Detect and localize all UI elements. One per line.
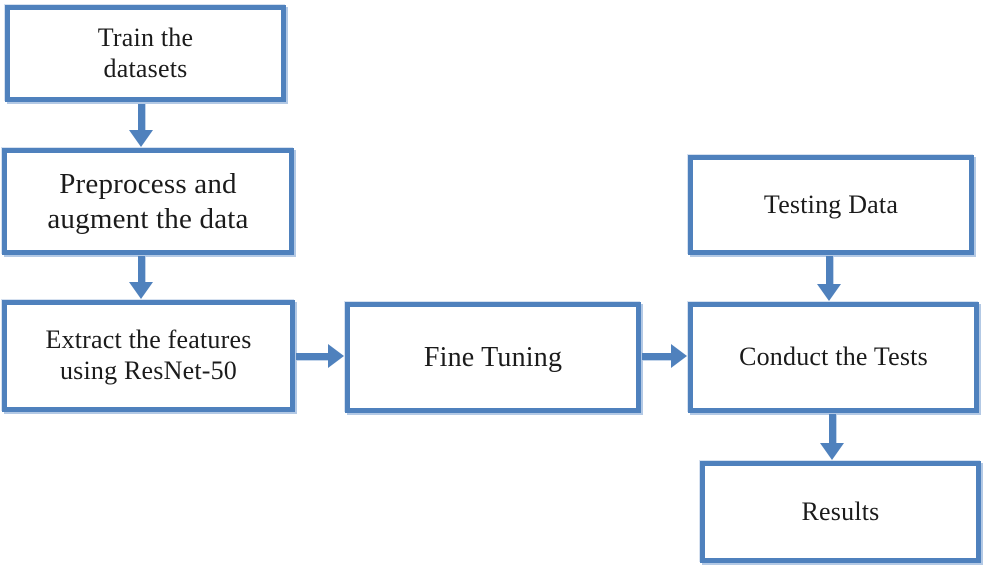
- node-extract-features: Extract the features using ResNet-50: [2, 300, 295, 412]
- node-label-results: Results: [801, 496, 880, 526]
- node-preprocess-augment: Preprocess and augment the data: [2, 148, 294, 255]
- arrow-shaft: [296, 352, 328, 360]
- node-testing-data: Testing Data: [688, 155, 974, 255]
- arrow-shaft: [642, 352, 671, 360]
- node-label-preprocess-augment: Preprocess and augment the data: [47, 168, 249, 235]
- arrowhead-right-icon: [671, 344, 687, 368]
- node-label-conduct-tests: Conduct the Tests: [739, 342, 928, 372]
- arrowhead-down-icon: [820, 443, 844, 460]
- arrow-extract-to-finetuning: [296, 344, 344, 368]
- node-label-testing-data: Testing Data: [763, 189, 899, 219]
- arrow-shaft: [137, 104, 145, 130]
- node-label-extract-features: Extract the features using ResNet-50: [45, 325, 252, 385]
- node-label-fine-tuning: Fine Tuning: [423, 341, 563, 373]
- node-conduct-tests: Conduct the Tests: [688, 302, 979, 413]
- arrowhead-down-icon: [817, 284, 841, 301]
- arrow-testing-to-conduct: [817, 256, 841, 301]
- node-fine-tuning: Fine Tuning: [345, 302, 641, 413]
- arrowhead-down-icon: [129, 130, 153, 147]
- node-train-datasets: Train the datasets: [5, 5, 286, 102]
- arrow-train-to-preprocess: [129, 104, 153, 147]
- node-results: Results: [700, 461, 981, 563]
- node-label-train-datasets: Train the datasets: [97, 22, 194, 83]
- arrowhead-right-icon: [328, 344, 344, 368]
- arrow-finetuning-to-conduct: [642, 344, 687, 368]
- arrow-shaft: [137, 256, 145, 282]
- arrow-shaft: [828, 414, 836, 443]
- arrow-conduct-to-results: [820, 414, 844, 460]
- arrow-shaft: [825, 256, 833, 284]
- arrowhead-down-icon: [129, 282, 153, 299]
- arrow-preprocess-to-extract: [129, 256, 153, 299]
